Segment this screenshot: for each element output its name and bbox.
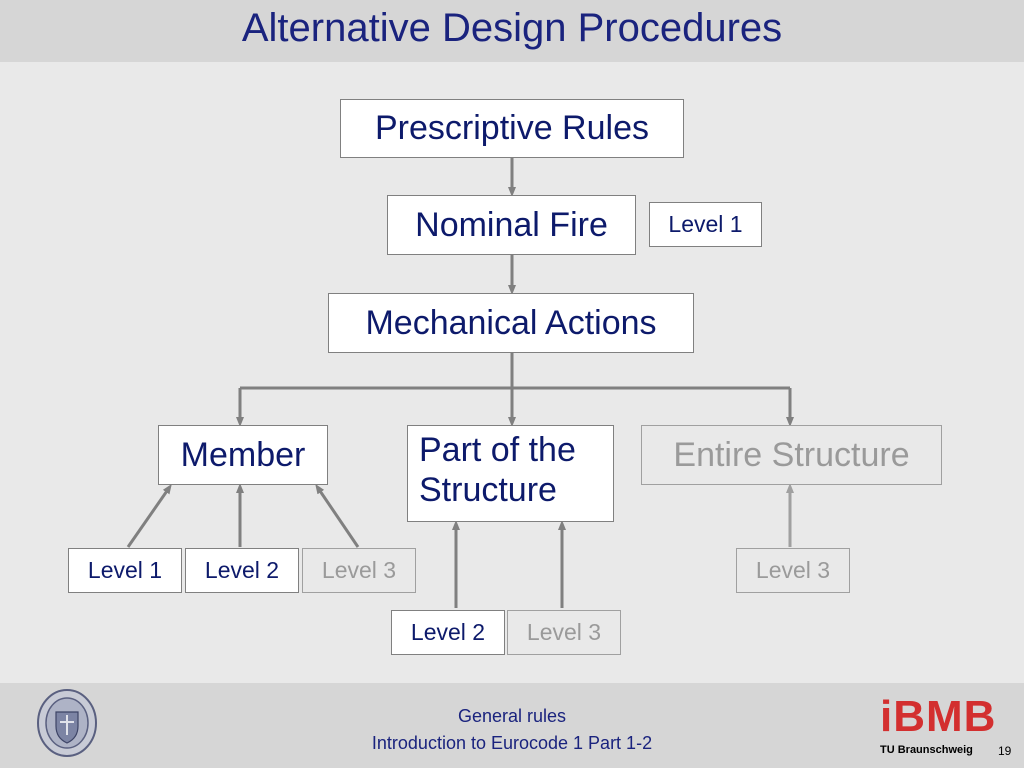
nominal-fire-level-box: Level 1 [649,202,762,247]
mechanical-actions-box: Mechanical Actions [328,293,694,353]
footer-text: General rules Introduction to Eurocode 1… [312,703,712,757]
footer-line-2: Introduction to Eurocode 1 Part 1-2 [371,733,653,753]
footer-line-1: General rules [457,706,567,726]
entire-level-3: Level 3 [736,548,850,593]
nominal-fire-box: Nominal Fire [387,195,636,255]
part-level-2: Level 2 [391,610,505,655]
entire-structure-box: Entire Structure [641,425,942,485]
footer-bar [0,683,1024,768]
logo-subtitle: TU Braunschweig [880,744,973,756]
ibmb-logo: iBMB [880,692,997,741]
university-seal-icon [37,689,97,757]
member-level-1: Level 1 [68,548,182,593]
member-level-2: Level 2 [185,548,299,593]
header-bar [0,0,1024,62]
prescriptive-rules-box: Prescriptive Rules [340,99,684,158]
member-box: Member [158,425,328,485]
member-level-3: Level 3 [302,548,416,593]
part-level-3: Level 3 [507,610,621,655]
part-line-1: Part of the [419,431,576,469]
page-title: Alternative Design Procedures [241,6,783,50]
part-line-2: Structure [419,471,557,509]
page-number: 19 [998,744,1012,758]
